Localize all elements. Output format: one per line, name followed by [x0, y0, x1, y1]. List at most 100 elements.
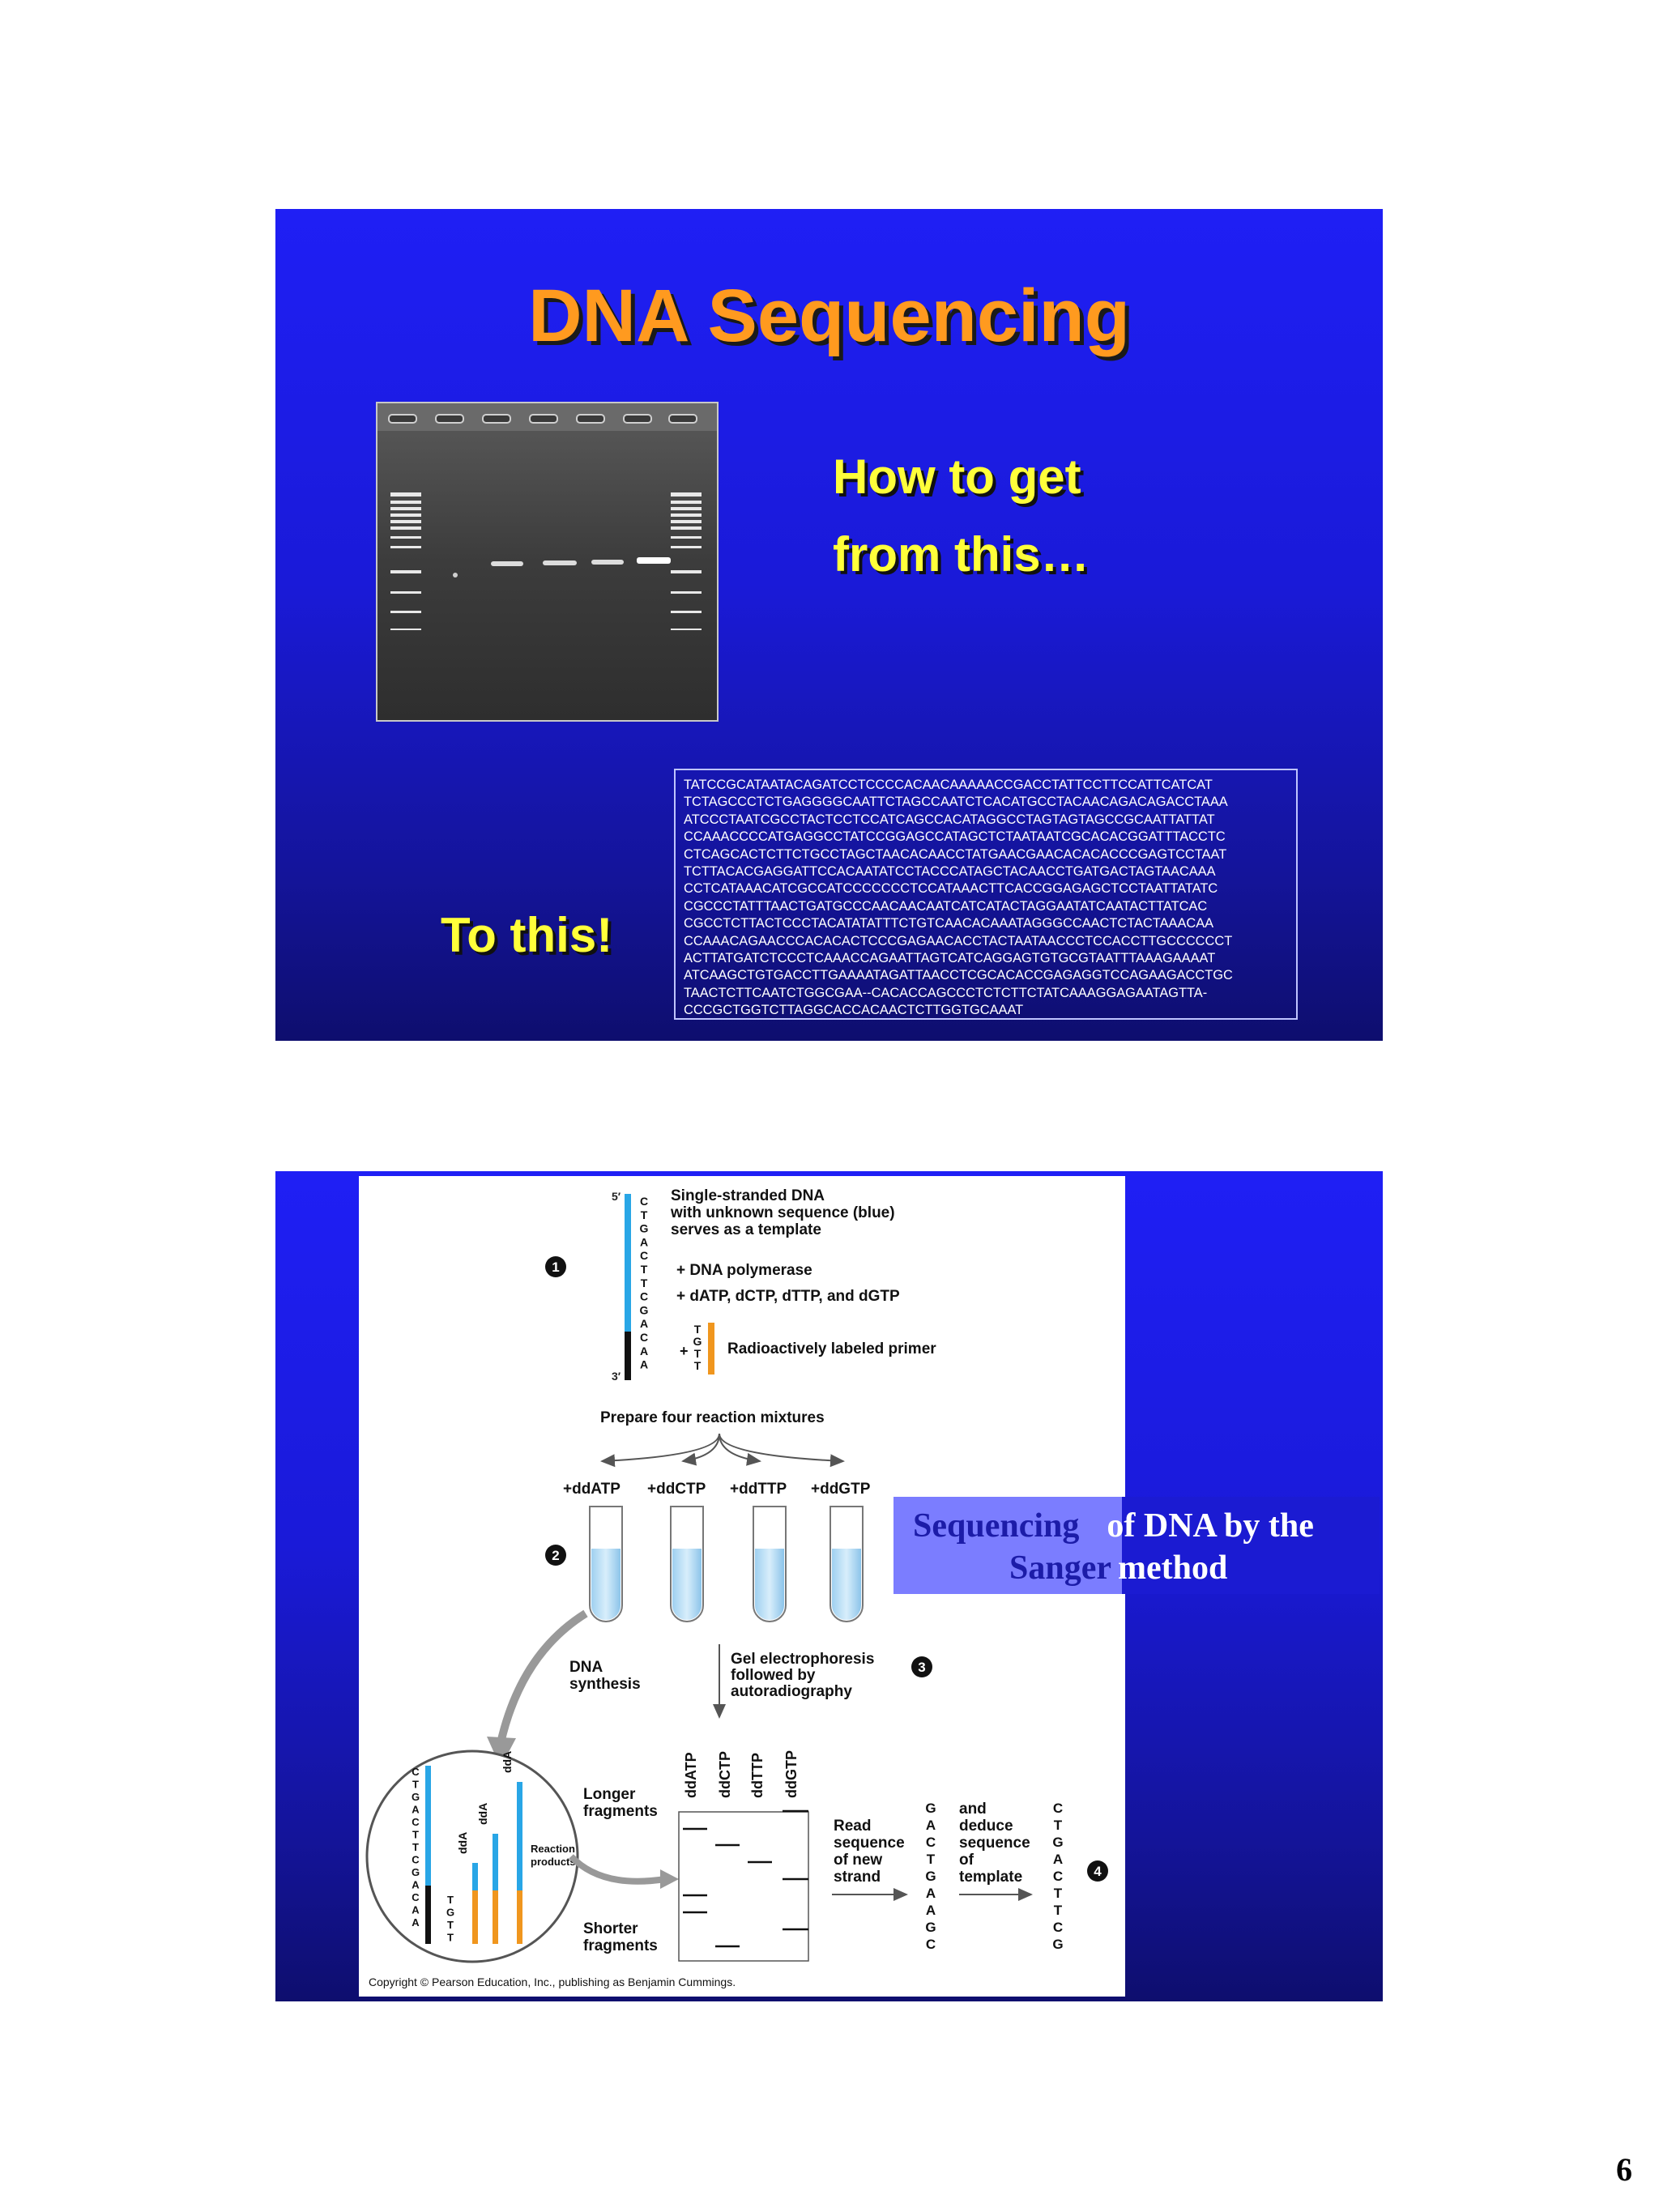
gel-step-1: Gel electrophoresis	[731, 1651, 874, 1668]
primer-base: G	[693, 1335, 702, 1348]
template-base: A	[640, 1345, 648, 1357]
step-3-badge	[911, 1656, 932, 1677]
deduce-line-4: of	[959, 1852, 975, 1869]
circle-template-base: G	[412, 1866, 420, 1878]
template-base: G	[640, 1222, 649, 1235]
circle-primer-base: T	[447, 1919, 454, 1931]
circle-template-base: C	[412, 1891, 420, 1903]
circle-template-base: T	[412, 1779, 419, 1791]
slide-dna-sequencing: DNA Sequencing	[275, 209, 1383, 1041]
primer-label: Radioactively labeled primer	[727, 1340, 936, 1357]
sequence-line: ACTTATGATCTCCCTCAAACCAGAATTAGTCATCAGGAGT…	[684, 951, 1216, 966]
circle-template-base: T	[412, 1841, 419, 1853]
tube-ddctp	[670, 1506, 704, 1622]
tube-ddgtp	[830, 1506, 864, 1622]
read-line-4: strand	[834, 1869, 881, 1886]
template-seq-base: T	[1054, 1818, 1063, 1833]
gel-step-2: followed by	[731, 1667, 816, 1684]
template-seq-base: C	[1053, 1920, 1063, 1935]
step-2-badge	[545, 1545, 566, 1566]
circle-template-base: T	[412, 1829, 419, 1841]
circle-template-blue	[425, 1766, 431, 1886]
fragment-2-new	[493, 1834, 498, 1890]
to-gel-arrowhead	[660, 1869, 679, 1889]
circle-template-base: A	[412, 1879, 420, 1891]
deduce-line-3: sequence	[959, 1835, 1030, 1852]
dd-label-1: ddA	[456, 1832, 469, 1854]
dna-sequence-box: TATCCGCATAATACAGATCCTCCCCACAACAAAAACCGAC…	[674, 769, 1298, 1020]
gel-step-3: autoradiography	[731, 1683, 852, 1700]
sequence-line: CGCCTCTTACTCCCTACATATATTTCTGTCAACACAAATA…	[684, 916, 1214, 931]
deduce-line-1: and	[959, 1801, 987, 1818]
template-seq-base: C	[1053, 1801, 1063, 1816]
tube-ddatp	[589, 1506, 623, 1622]
agarose-gel-photo	[376, 402, 719, 722]
template-seq-base: G	[1052, 1835, 1063, 1850]
dd-label-3: ddA	[501, 1751, 514, 1773]
test-tubes	[589, 1506, 864, 1622]
new-strand-base: A	[926, 1818, 936, 1833]
dna-synthesis-1: DNA	[569, 1659, 603, 1676]
lane-ddctp: ddCTP	[717, 1751, 733, 1798]
read-line-3: of new	[834, 1852, 882, 1869]
circle-primer-base: T	[447, 1894, 454, 1906]
caption-dark-box	[1122, 1497, 1380, 1594]
fragment-1-primer	[472, 1890, 478, 1944]
caption-method: method	[1118, 1549, 1228, 1587]
fragment-2-primer	[493, 1890, 498, 1944]
circle-template-base: A	[412, 1904, 420, 1916]
synthesis-arrowhead	[487, 1737, 516, 1767]
template-base: C	[640, 1331, 648, 1344]
circle-template-base: C	[412, 1854, 420, 1866]
mix-ddctp: +ddCTP	[647, 1481, 706, 1498]
sequence-line: TATCCGCATAATACAGATCCTCCCCACAACAAAAACCGAC…	[684, 778, 1213, 792]
sequence-line: TAACTCTTCAATCTGGCGAA--CACACCAGCCCTCTCTTC…	[684, 985, 1208, 1000]
sequence-line: CCAAACCCCATGAGGCCTATCCGGAGCCATAGCTCTAATA…	[684, 829, 1226, 845]
template-seq-base: C	[1053, 1869, 1063, 1884]
five-prime-label: 5′	[612, 1190, 621, 1203]
reaction-label-1: Reaction	[531, 1843, 575, 1855]
new-strand-base: G	[925, 1920, 936, 1935]
circle-template-base: C	[412, 1816, 420, 1828]
lane-ddgtp: ddGTP	[783, 1750, 800, 1798]
gel-box	[678, 1811, 809, 1962]
tube-ddttp	[753, 1506, 787, 1622]
template-seq-base: T	[1054, 1903, 1063, 1918]
new-strand-base: G	[925, 1869, 936, 1884]
new-strand-base: A	[926, 1886, 936, 1901]
template-base: T	[641, 1263, 648, 1276]
template-base: A	[640, 1317, 648, 1330]
reaction-label-2: products	[531, 1856, 576, 1868]
caption-of-dna: of DNA by the	[1107, 1507, 1314, 1545]
prepare-mixtures: Prepare four reaction mixtures	[600, 1409, 825, 1426]
deduce-line-2: deduce	[959, 1818, 1013, 1835]
new-strand-base: T	[927, 1852, 936, 1867]
fragment-3-primer	[517, 1890, 522, 1944]
dd-label-2: ddA	[476, 1803, 489, 1825]
longer-fragments-1: Longer	[583, 1786, 636, 1803]
new-strand-base: A	[926, 1903, 936, 1918]
question-line-1: How to get	[833, 450, 1081, 504]
question-line-2: from this…	[833, 527, 1090, 582]
template-desc-2: with unknown sequence (blue)	[670, 1204, 895, 1221]
template-seq-base: A	[1053, 1852, 1063, 1867]
shorter-fragments-1: Shorter	[583, 1920, 638, 1937]
template-seq-base: G	[1052, 1937, 1063, 1952]
template-base: A	[640, 1358, 648, 1371]
template-base: G	[640, 1303, 649, 1316]
to-gel-arrow	[569, 1854, 666, 1885]
mix-ddatp: +ddATP	[563, 1481, 621, 1498]
sequence-line: CCTCATAAACATCGCCATCCCCCCCTCCATAAACTTCACC…	[684, 881, 1218, 897]
synthesis-arrow	[497, 1609, 588, 1745]
circle-primer-base: T	[447, 1932, 454, 1944]
caption-sanger: Sanger	[1009, 1549, 1111, 1587]
step-1-number: 1	[552, 1259, 559, 1275]
template-seq-base: T	[1054, 1886, 1063, 1901]
step-4-number: 4	[1094, 1864, 1102, 1879]
new-strand-base: C	[926, 1835, 936, 1850]
